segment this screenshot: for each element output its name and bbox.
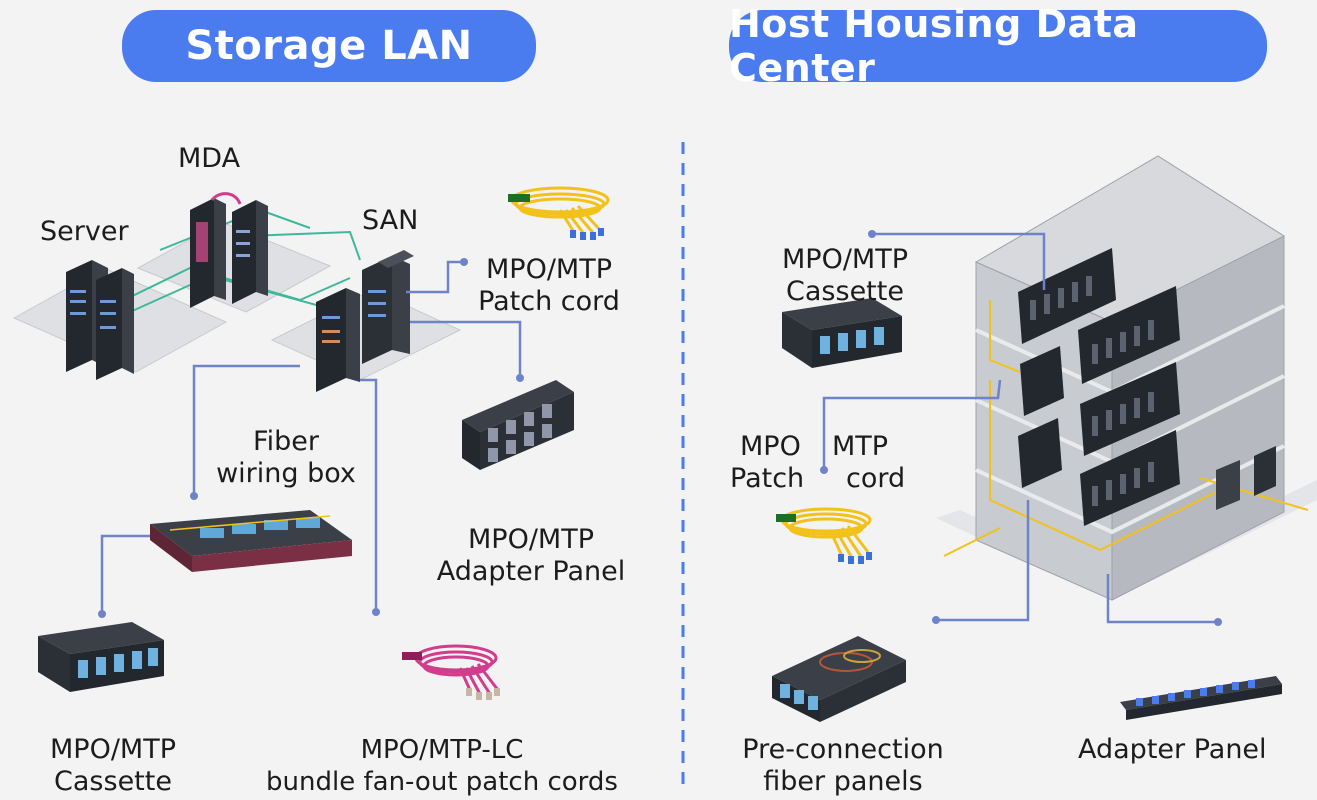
fanout-label-line2: bundle fan-out patch cords [266,767,618,797]
mda-label: MDA [178,143,241,174]
fiber-box-label-line2: wiring box [216,458,356,489]
pink-fanout-cord-icon [402,644,500,700]
fanout-label-line1: MPO/MTP-LC [360,735,524,765]
cassette-label-right: MPO/MTP Cassette [770,244,920,308]
right-connector-lines [822,232,1216,624]
adapter-panel-icon [462,380,574,470]
cassette-label-left: MPO/MTP Cassette [38,734,188,798]
mda-rack-icon [190,192,268,308]
adapter-panel-label-line2: Adapter Panel [436,556,626,587]
cassette-left-line2: Cassette [54,766,172,797]
server-rack-icon [66,260,134,380]
patch-cord-word-label: cord [846,463,906,494]
left-connector-lines [100,260,522,612]
san-rack-icon [316,250,414,392]
patch-cord-label-line2: Patch cord [478,286,620,317]
patch-mtp-label: MTP [832,431,889,462]
fiber-wiring-box-icon [150,510,352,572]
pre-connection-panel-icon [772,636,906,722]
adapter-panel-label-line1: MPO/MTP [468,524,594,555]
cassette-icon-left [38,622,164,692]
adapter-panel-label: MPO/MTP Adapter Panel [428,524,634,588]
adapter-panel-label-right: Adapter Panel [1078,734,1267,765]
storage-lan-header: Storage LAN [122,10,536,82]
pre-connection-label: Pre-connection fiber panels [730,734,956,798]
yellow-patch-cord-icon-right [776,507,872,564]
fanout-cords-label: MPO/MTP-LC bundle fan-out patch cords [244,734,640,798]
yellow-patch-cord-icon [508,186,610,240]
san-label: SAN [362,205,419,236]
cassette-left-line1: MPO/MTP [50,734,176,765]
server-label: Server [40,216,129,247]
data-center-building-icon [936,155,1317,601]
adapter-panel-strip-icon [1120,676,1282,720]
fiber-wiring-box-label: Fiber wiring box [206,426,366,490]
connector-dots [98,258,524,618]
preconn-line1: Pre-connection [742,734,944,765]
cassette-right-line2: Cassette [786,276,904,307]
patch-word-label: Patch [730,463,805,494]
right-connector-dots [820,230,1222,626]
cassette-icon-right [782,298,902,368]
patch-mpo-label: MPO [740,431,801,462]
preconn-line2: fiber panels [763,766,923,797]
fiber-box-label-line1: Fiber [253,426,319,457]
patch-cord-label: MPO/MTP Patch cord [474,254,624,318]
host-housing-header: Host Housing Data Center [729,2,1267,90]
patch-cord-label-line1: MPO/MTP [486,254,612,285]
cassette-right-line1: MPO/MTP [782,244,908,275]
